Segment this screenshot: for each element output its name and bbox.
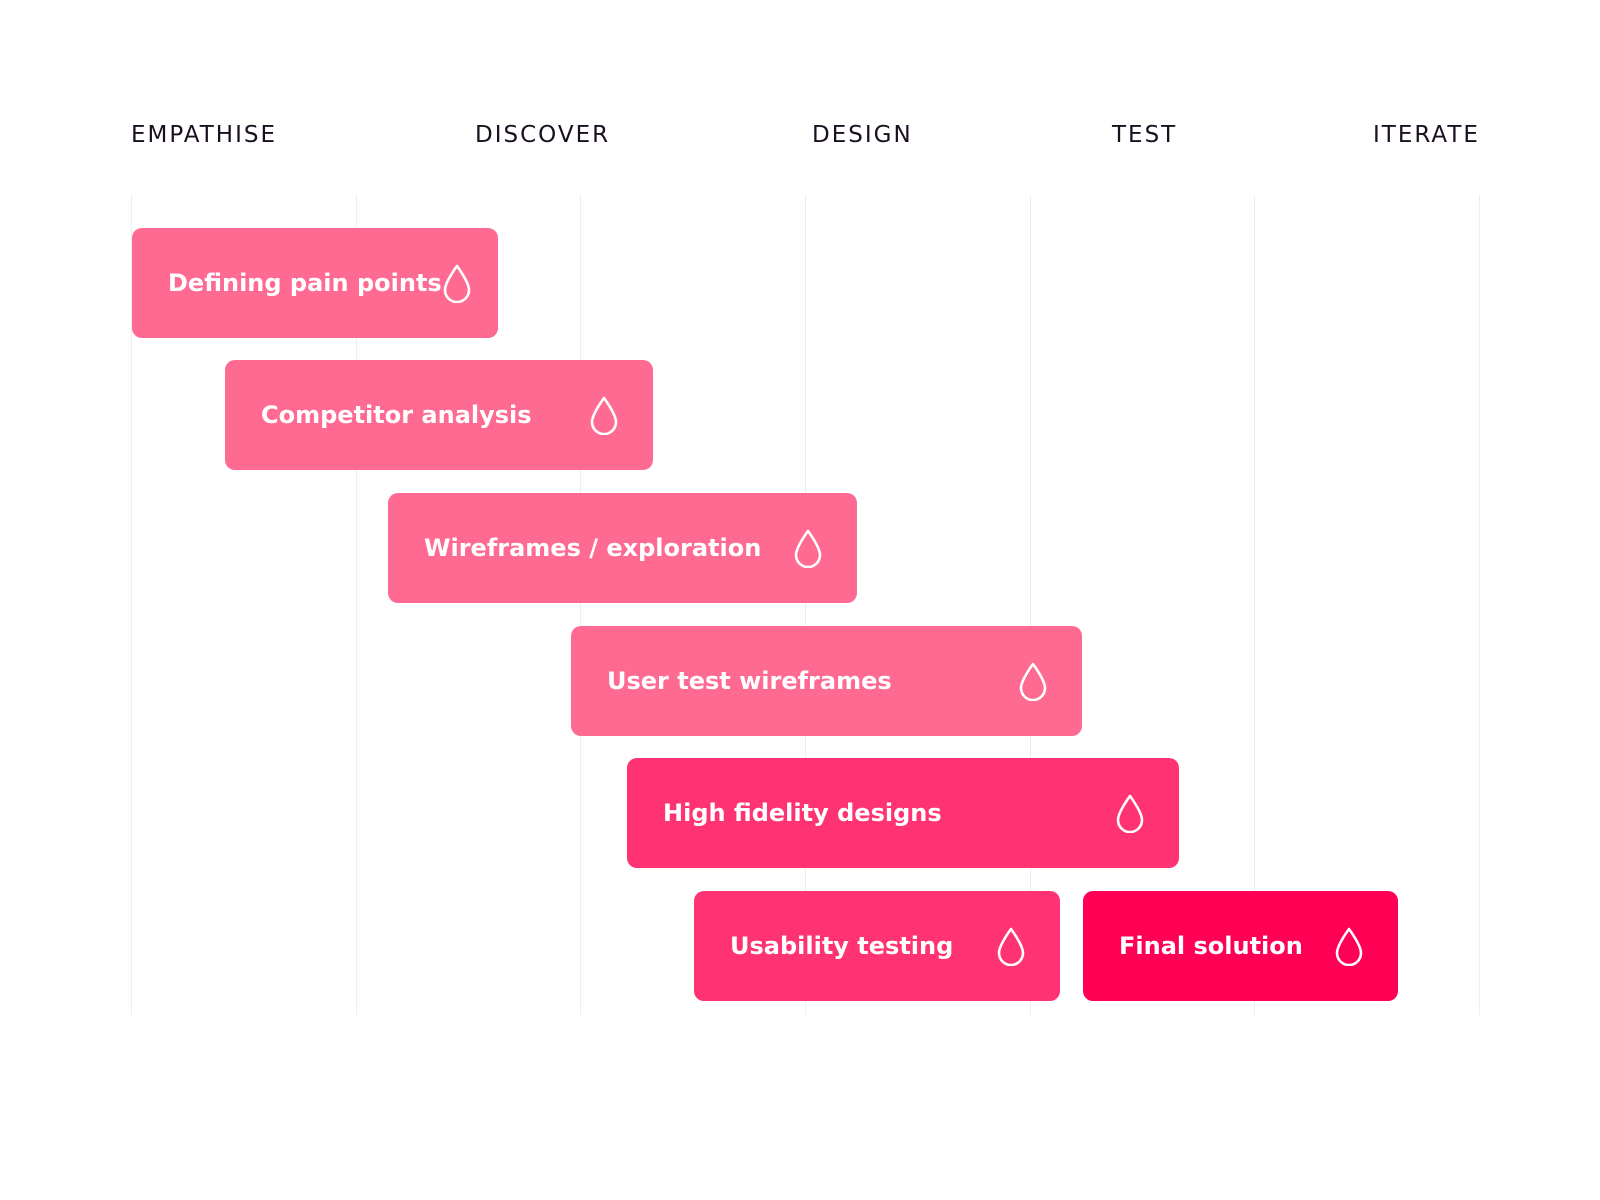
gridline [1030,195,1031,1015]
task-label: Wireframes / exploration [424,534,762,562]
task-defining-pain-points: Defining pain points [132,228,498,338]
task-label: Final solution [1119,932,1303,960]
task-user-test-wireframes: User test wireframes [571,626,1082,736]
gridline [1254,195,1255,1015]
gridline [131,195,132,1015]
drop-icon [1019,662,1047,701]
task-label: User test wireframes [607,667,892,695]
task-label: Competitor analysis [261,401,532,429]
task-final-solution: Final solution [1083,891,1398,1001]
task-label: Defining pain points [168,269,442,297]
phase-design: DESIGN [812,122,913,148]
drop-icon [794,529,822,568]
gridline [805,195,806,1015]
phase-empathise: EMPATHISE [131,122,277,148]
task-high-fidelity-designs: High fidelity designs [627,758,1179,868]
drop-icon [443,264,471,303]
gridline [1479,195,1480,1015]
phase-iterate: ITERATE [1373,122,1480,148]
task-label: High fidelity designs [663,799,942,827]
phase-test: TEST [1112,122,1178,148]
task-usability-testing: Usability testing [694,891,1060,1001]
task-label: Usability testing [730,932,954,960]
drop-icon [1116,794,1144,833]
drop-icon [1335,927,1363,966]
phase-discover: DISCOVER [475,122,611,148]
drop-icon [997,927,1025,966]
gridline [356,195,357,1015]
drop-icon [590,396,618,435]
task-competitor-analysis: Competitor analysis [225,360,653,470]
gridline [580,195,581,1015]
task-wireframes-exploration: Wireframes / exploration [388,493,857,603]
